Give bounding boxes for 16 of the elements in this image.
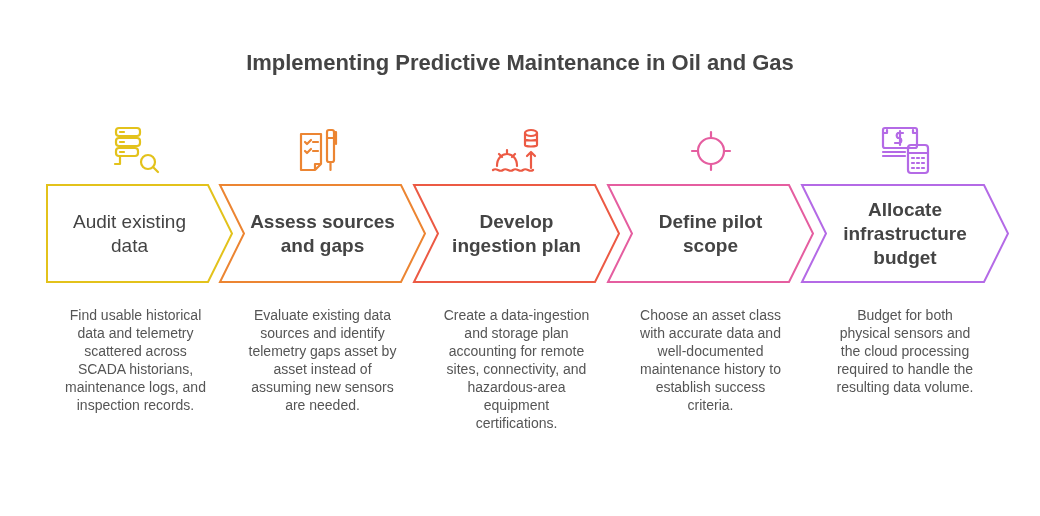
step-description: Create a data-ingestion and storage plan accounting for remote sites, connectivity, and hazardous-area equipment certifications. [442,306,591,432]
step-title: Allocate infrastructure budget [842,197,968,270]
step-description: Evaluate existing data sources and identify telemetry gaps asset by asset instead of assuming new sensors are needed. [247,306,398,414]
diagram-title: Implementing Predictive Maintenance in Oil and Gas [245,50,795,76]
chevron-step [46,184,234,283]
chevron-step [412,184,621,283]
step-title: Define pilot scope [657,209,764,258]
step-description: Find usable historical data and telemetry scattered across SCADA historians, maintenance logs, and inspection records. [64,306,207,414]
chevron-step [606,184,815,283]
step-description: Choose an asset class with accurate data and well-documented maintenance history to establish success criteria. [639,306,782,414]
step-title: Audit existing data [72,209,187,258]
step-title: Develop ingestion plan [451,209,582,258]
step-title: Assess sources and gaps [249,209,396,258]
chevron-step [800,184,1010,283]
step-description: Budget for both physical sensors and the cloud processing required to handle the resulting data volume. [835,306,975,396]
chevron-step [218,184,427,283]
